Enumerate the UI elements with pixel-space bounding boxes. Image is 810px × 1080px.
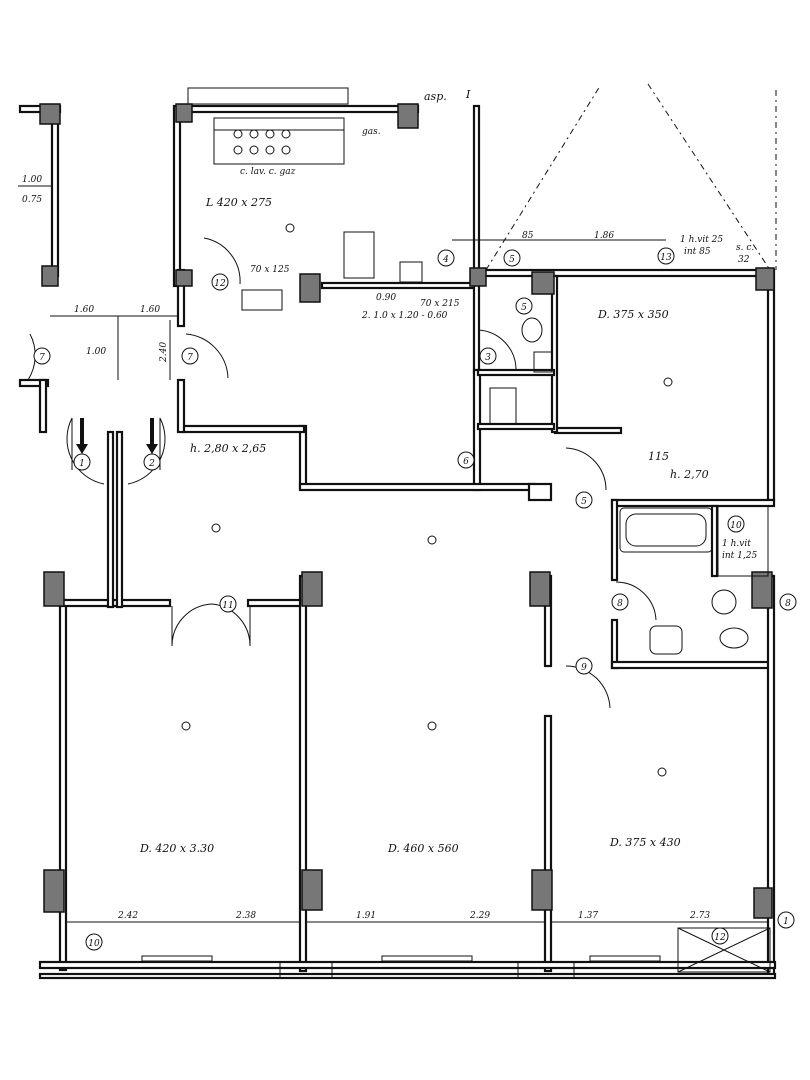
- hvit-1: 1 h.vit 25: [680, 235, 723, 245]
- dim-090: 0.90: [376, 293, 396, 303]
- marker-5c: 5: [581, 497, 587, 507]
- marker-2: 2: [148, 459, 155, 469]
- sc-32: 32: [738, 255, 750, 265]
- dimension-lines: [18, 185, 768, 923]
- ceiling-lights: [181, 223, 673, 777]
- dimension-labels: 1.00 0.75 1.60 1.60 1.00 2.40 70 x 125 0…: [22, 175, 757, 921]
- marker-3: 3: [485, 353, 491, 363]
- marker-12b: 12: [714, 933, 726, 943]
- marker-7a: 7: [39, 353, 45, 363]
- marker-8a: 8: [617, 599, 623, 609]
- hvit-2: 1 h.vit: [722, 539, 751, 549]
- bottom-273: 2.73: [689, 911, 710, 921]
- marker-10a: 10: [730, 521, 742, 531]
- roman-one: I: [465, 88, 471, 101]
- kitchen-fixtures: [187, 87, 517, 425]
- marker-11: 11: [222, 601, 233, 611]
- bedroom-ne-height: h. 2,70: [670, 468, 709, 481]
- dim-186: 1.86: [594, 231, 614, 241]
- hvit-2b: int 1,25: [722, 551, 757, 561]
- bottom-137: 1.37: [578, 911, 598, 921]
- marker-12a: 12: [214, 279, 226, 289]
- marker-9: 9: [581, 663, 587, 673]
- bedroom-ne-code: 115: [648, 450, 669, 463]
- bathroom-fixtures: [521, 317, 769, 655]
- bottom-191: 1.91: [356, 911, 376, 921]
- marker-4: 4: [442, 255, 449, 265]
- bottom-229: 2.29: [469, 911, 490, 921]
- gas-label: gas.: [362, 127, 381, 137]
- dim-70x215: 70 x 215: [420, 299, 460, 309]
- marker-5b: 5: [521, 303, 527, 313]
- bedroom-ne-dimensions: D. 375 x 350: [597, 308, 669, 321]
- marker-7b: 7: [187, 353, 193, 363]
- door-swings: [27, 237, 657, 709]
- columns: [39, 103, 775, 919]
- entrance-arrows: [76, 418, 158, 454]
- dim-70x125: 70 x 125: [250, 265, 290, 275]
- room-s-dimensions: D. 460 x 560: [387, 842, 459, 855]
- closet-dimensions: 2. 1.0 x 1.20 - 0.60: [361, 311, 448, 321]
- marker-8b: 8: [785, 599, 791, 609]
- projection-lines: [485, 83, 777, 271]
- kitchen-counter-label: c. lav. c. gaz: [240, 167, 296, 177]
- hvit-1b: int 85: [684, 247, 711, 257]
- room-sw-dimensions: D. 420 x 3.30: [139, 842, 214, 855]
- marker-13: 13: [660, 253, 672, 263]
- marker-10b: 10: [88, 939, 100, 949]
- bottom-242: 2.42: [117, 911, 138, 921]
- dim-85: 85: [522, 231, 534, 241]
- marker-1a: 1: [79, 459, 85, 469]
- marker-6: 6: [463, 457, 469, 467]
- asp-label: asp.: [424, 90, 447, 103]
- dim-160-a: 1.60: [74, 305, 94, 315]
- room-se-dimensions: D. 375 x 430: [609, 836, 681, 849]
- sc-label: s. c.: [736, 243, 754, 253]
- dim-100-mid: 1.00: [86, 347, 106, 357]
- room-labels: asp. I gas. c. lav. c. gaz L 420 x 275 2…: [139, 88, 709, 855]
- marker-5a: 5: [509, 255, 515, 265]
- dim-075: 0.75: [22, 195, 42, 205]
- dim-240: 2.40: [159, 342, 169, 363]
- door-markers: 7 7 1 2 12 4 5 13 5 3 6 5 10 8 8 9 11 10: [33, 247, 797, 951]
- bottom-238: 2.38: [235, 911, 256, 921]
- dim-160-b: 1.60: [140, 305, 160, 315]
- hall-dimensions: h. 2,80 x 2,65: [190, 442, 266, 455]
- dim-100-left: 1.00: [22, 175, 42, 185]
- kitchen-dimensions: L 420 x 275: [205, 196, 272, 209]
- windows: [141, 955, 661, 979]
- marker-1b: 1: [783, 917, 789, 927]
- walls: [18, 104, 777, 980]
- balcony: [677, 927, 771, 973]
